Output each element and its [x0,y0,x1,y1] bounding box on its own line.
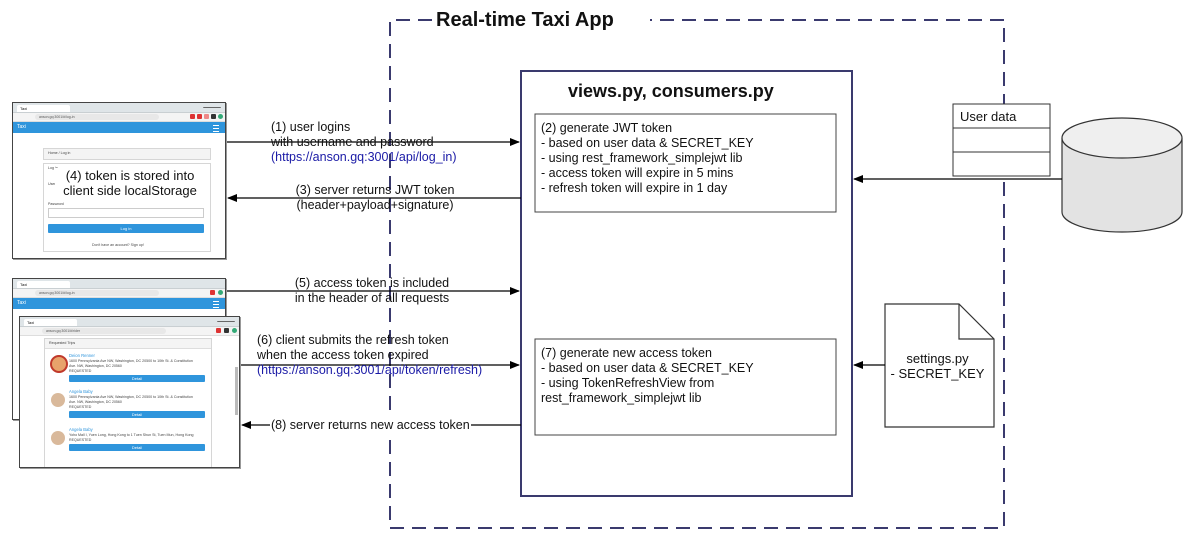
settings-document-shape [884,303,995,428]
trip-3-status: REQUESTED [69,438,92,442]
back-appbar: Taxi [13,298,225,309]
login-password-field[interactable] [48,208,204,218]
msg-5-line-2: in the header of all requests [294,291,450,305]
msg-4-line-2: client side localStorage [55,183,205,198]
trips-tab[interactable]: Taxi [24,319,77,326]
login-submit-button[interactable]: Log in [48,224,204,233]
jwt-box-text: (2) generate JWT token - based on user d… [541,121,754,196]
app-boundary-title: Real-time Taxi App [436,9,614,31]
back-tabbar: Taxi [13,279,225,289]
trip-3-avatar [51,431,65,445]
user-data-label: User data [960,109,1017,124]
login-ext-icon-2 [197,114,202,119]
trip-2-status: REQUESTED [69,405,92,409]
trips-scrollbar[interactable] [235,367,238,415]
login-appbar: Taxi [13,122,225,133]
back-address-row: anson.gq:3001/#/log-in [13,289,225,298]
login-window-controls-icon[interactable] [203,107,221,113]
trip-1-status: REQUESTED [69,369,92,373]
trips-tabbar: Taxi [20,317,239,327]
jwt-line-5: - refresh token will expire in 1 day [541,181,728,195]
jwt-line-4: - access token will expire in 5 mins [541,166,734,180]
login-address-row: anson.gq:3001/#/log-in [13,113,225,122]
refresh-line-1: (7) generate new access token [541,346,712,360]
trips-puzzle-icon [224,328,229,333]
trips-browser-window: Taxi anson.gq:3001/#/rider Requested Tri… [19,316,240,468]
msg-6-line-2: when the access token expired [257,348,429,362]
back-ext-icon [210,290,215,295]
jwt-line-3: - using rest_framework_simplejwt lib [541,151,743,165]
login-card-title: Log in [48,166,58,170]
msg-6-line-1: (6) client submits the refresh token [257,333,449,347]
trips-address-row: anson.gq:3001/#/rider [20,327,239,336]
login-appbar-title[interactable]: Taxi [17,124,26,130]
msg-5-line-1: (5) access token is included [294,276,450,290]
refresh-line-2: - based on user data & SECRET_KEY [541,361,754,375]
login-ext-icon-1 [190,114,195,119]
trip-1-name[interactable]: Deion Renner [69,353,95,358]
trips-address-bar[interactable]: anson.gq:3001/#/rider [42,328,166,334]
msg-4-line-1: (4) token is stored into [55,168,205,183]
login-password-label: Password [48,202,64,206]
settings-secret-key: - SECRET_KEY [890,366,985,381]
database-cylinder [1061,117,1183,233]
trip-2-detail-button[interactable]: Detail [69,411,205,418]
login-menu-icon[interactable] [213,125,219,132]
back-menu-icon[interactable] [213,301,219,308]
login-ext-icon-4 [211,114,216,119]
trip-3-name[interactable]: Angela Baby [69,427,93,432]
settings-filename: settings.py [906,351,969,366]
trip-3-detail-button[interactable]: Detail [69,444,205,451]
back-tab[interactable]: Taxi [17,281,70,288]
jwt-line-2: - based on user data & SECRET_KEY [541,136,754,150]
back-avatar-icon[interactable] [218,290,223,295]
user-data-table-frame [952,103,1051,177]
trips-avatar-icon[interactable] [232,328,237,333]
msg-3-line-1: (3) server returns JWT token [295,183,455,197]
login-tab[interactable]: Taxi [17,105,70,112]
login-breadcrumb-box: Home / Log in [43,148,211,160]
trips-card: Requested Trips Deion Renner 1600 Pennsy… [44,338,212,467]
refresh-line-4: rest_framework_simplejwt lib [541,391,702,405]
refresh-box-text: (7) generate new access token - based on… [541,346,754,406]
login-ext-icon-3 [204,114,209,119]
login-tabbar: Taxi [13,103,225,113]
trips-heading: Requested Trips [49,341,76,345]
back-appbar-title[interactable]: Taxi [17,300,26,306]
trip-2-avatar [51,393,65,407]
msg-1-line-1: (1) user logins [271,120,351,134]
msg-6-link[interactable]: (https://anson.gq:3001/api/token/refresh… [257,363,483,377]
login-avatar-icon[interactable] [218,114,223,119]
trip-1-address-1: 1600 Pennsylvania Ave NW, Washington, DC… [69,359,193,363]
msg-1-link[interactable]: (https://anson.gq:3001/api/log_in) [271,150,457,164]
trip-1-avatar [50,355,68,373]
trip-1-address-2: Ave. NW, Washington, DC 20560 [69,364,122,368]
trips-card-header: Requested Trips [45,339,211,349]
login-breadcrumb: Home / Log in [48,151,71,155]
app-boundary-frame [389,19,1005,529]
back-address-bar[interactable]: anson.gq:3001/#/log-in [35,290,159,296]
trip-1-detail-button[interactable]: Detail [69,375,205,382]
trips-window-controls-icon[interactable] [217,321,235,327]
trips-ext-icon [216,328,221,333]
msg-3-line-2: (header+payload+signature) [296,198,454,212]
trip-2-name[interactable]: Angela Baby [69,389,93,394]
trip-2-address-1: 1600 Pennsylvania Ave NW, Washington, DC… [69,395,193,399]
trip-3-address-1: Yoho Mall I, Yuen Long, Hong Kong to 1 T… [69,433,194,437]
refresh-line-3: - using TokenRefreshView from [541,376,715,390]
jwt-box-frame [534,113,837,213]
msg-1-line-2: with username and password [271,135,434,149]
refresh-box-frame [534,338,837,436]
msg-8-label: (8) server returns new access token [270,418,471,433]
login-address-bar[interactable]: anson.gq:3001/#/log-in [35,114,159,120]
trip-2-address-2: Ave. NW, Washington, DC 20560 [69,400,122,404]
login-signup-text[interactable]: Don't have an account? Sign up! [92,243,144,247]
jwt-line-1: (2) generate JWT token [541,121,673,135]
server-title: views.py, consumers.py [568,81,774,101]
